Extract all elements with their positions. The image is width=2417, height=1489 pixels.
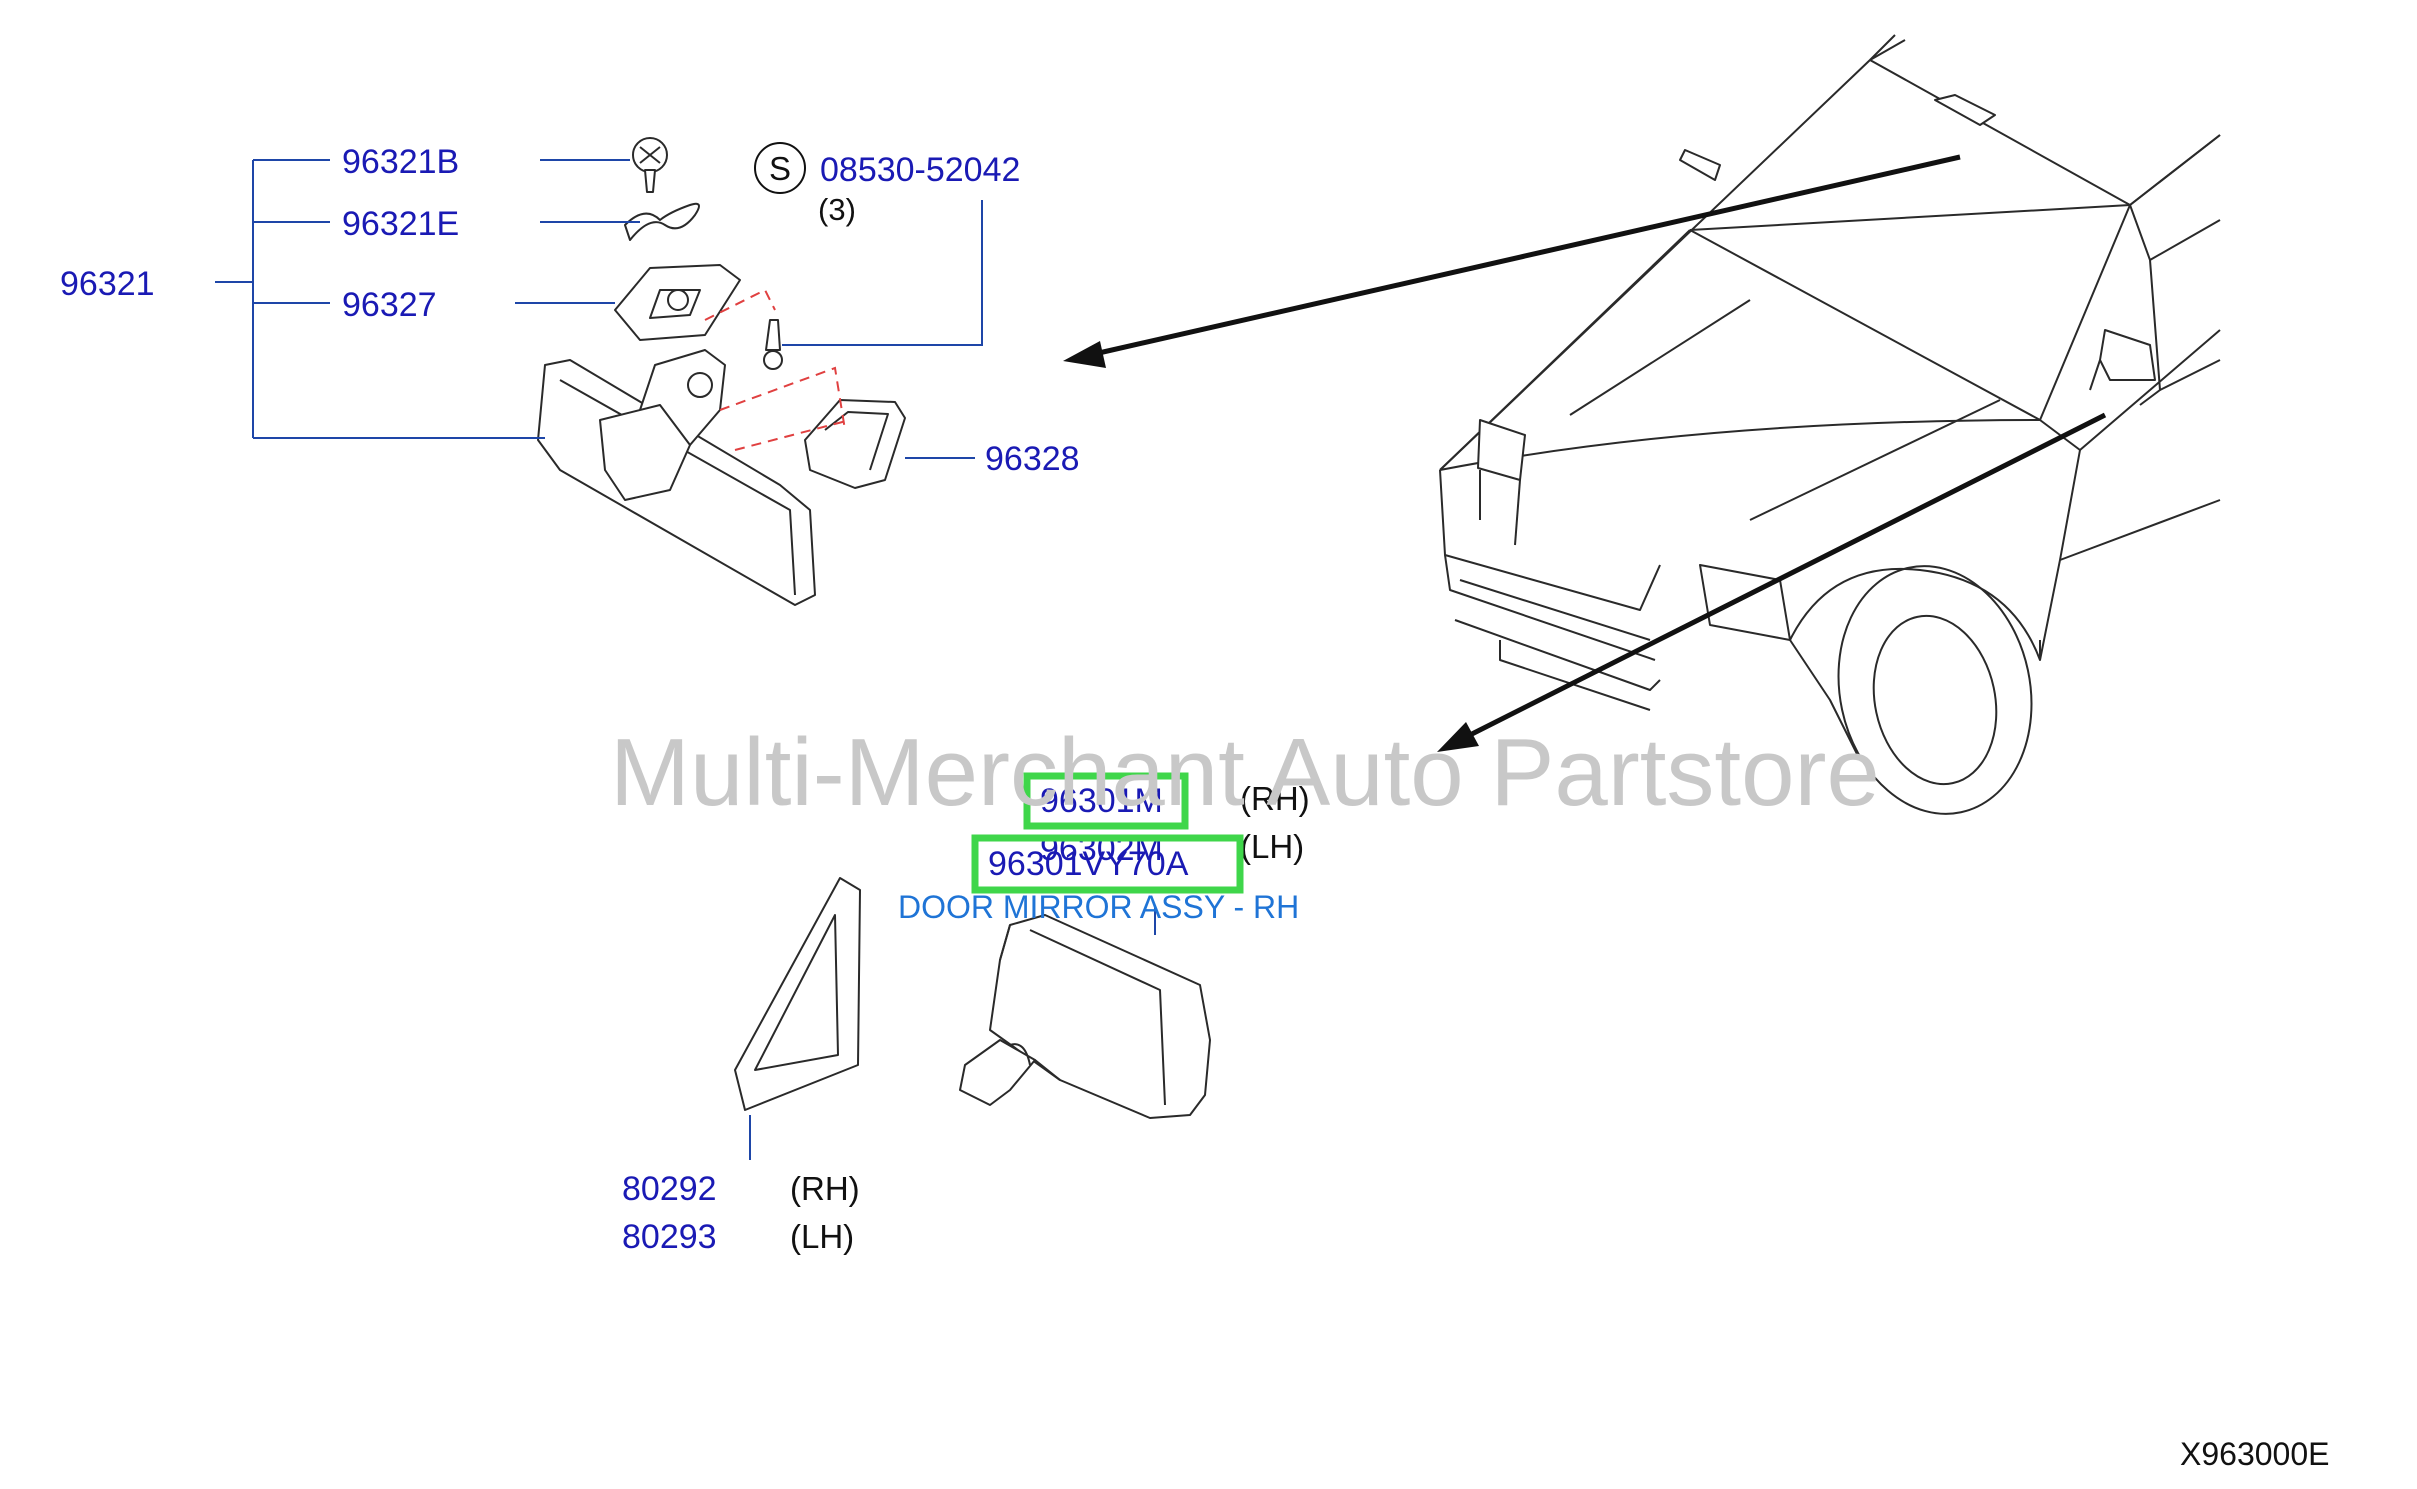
selected-part-description: DOOR MIRROR ASSY - RH (898, 889, 1299, 925)
part-label-96321b[interactable]: 96321B (342, 143, 459, 181)
part-label-80293[interactable]: 80293 (622, 1218, 717, 1256)
part-label-96321[interactable]: 96321 (60, 265, 155, 303)
arrow-to-inside-mirror (1089, 154, 1961, 358)
inside-mirror-exploded (537, 137, 906, 606)
side-label-lh-96302m: (LH) (1240, 828, 1304, 865)
door-mirror-icon (989, 914, 1211, 1119)
arrow-to-door-mirror (1458, 412, 2107, 743)
door-mirror-drawing (734, 877, 1211, 1119)
part-label-80292[interactable]: 80292 (622, 1170, 717, 1208)
arrowhead-door-mirror (1437, 722, 1479, 752)
mirror-cover-icon (804, 399, 906, 489)
corner-finisher-icon (734, 877, 861, 1111)
pointer-arrows (1063, 154, 2107, 752)
diagram-code: X963000E (2180, 1436, 2329, 1472)
highlight-box-96301m (1023, 772, 1189, 830)
selected-part-number[interactable]: 96301VY70A (988, 845, 1189, 883)
spring-clip-icon (624, 202, 700, 241)
part-label-96327[interactable]: 96327 (342, 286, 437, 324)
leader-lines (215, 159, 1156, 1160)
standard-part-symbol: S (769, 150, 791, 187)
part-label-96301m[interactable]: 96301M (1040, 782, 1163, 820)
vehicle-illustration (1439, 34, 2221, 815)
standard-part-symbol-icon (754, 142, 806, 194)
part-label-96321e[interactable]: 96321E (342, 205, 459, 243)
store-watermark: Multi-Merchant Auto Partstore (610, 719, 1880, 826)
screw-quantity: (3) (818, 192, 856, 227)
part-label-08530-52042[interactable]: 08530-52042 (820, 151, 1020, 189)
side-label-rh-80292: (RH) (790, 1170, 860, 1207)
highlight-box-selected-part (971, 834, 1244, 894)
side-label-rh-96301m: (RH) (1240, 780, 1310, 817)
side-label-lh-80293: (LH) (790, 1218, 854, 1255)
part-label-96328[interactable]: 96328 (985, 440, 1080, 478)
arrowhead-inside-mirror (1063, 341, 1106, 368)
